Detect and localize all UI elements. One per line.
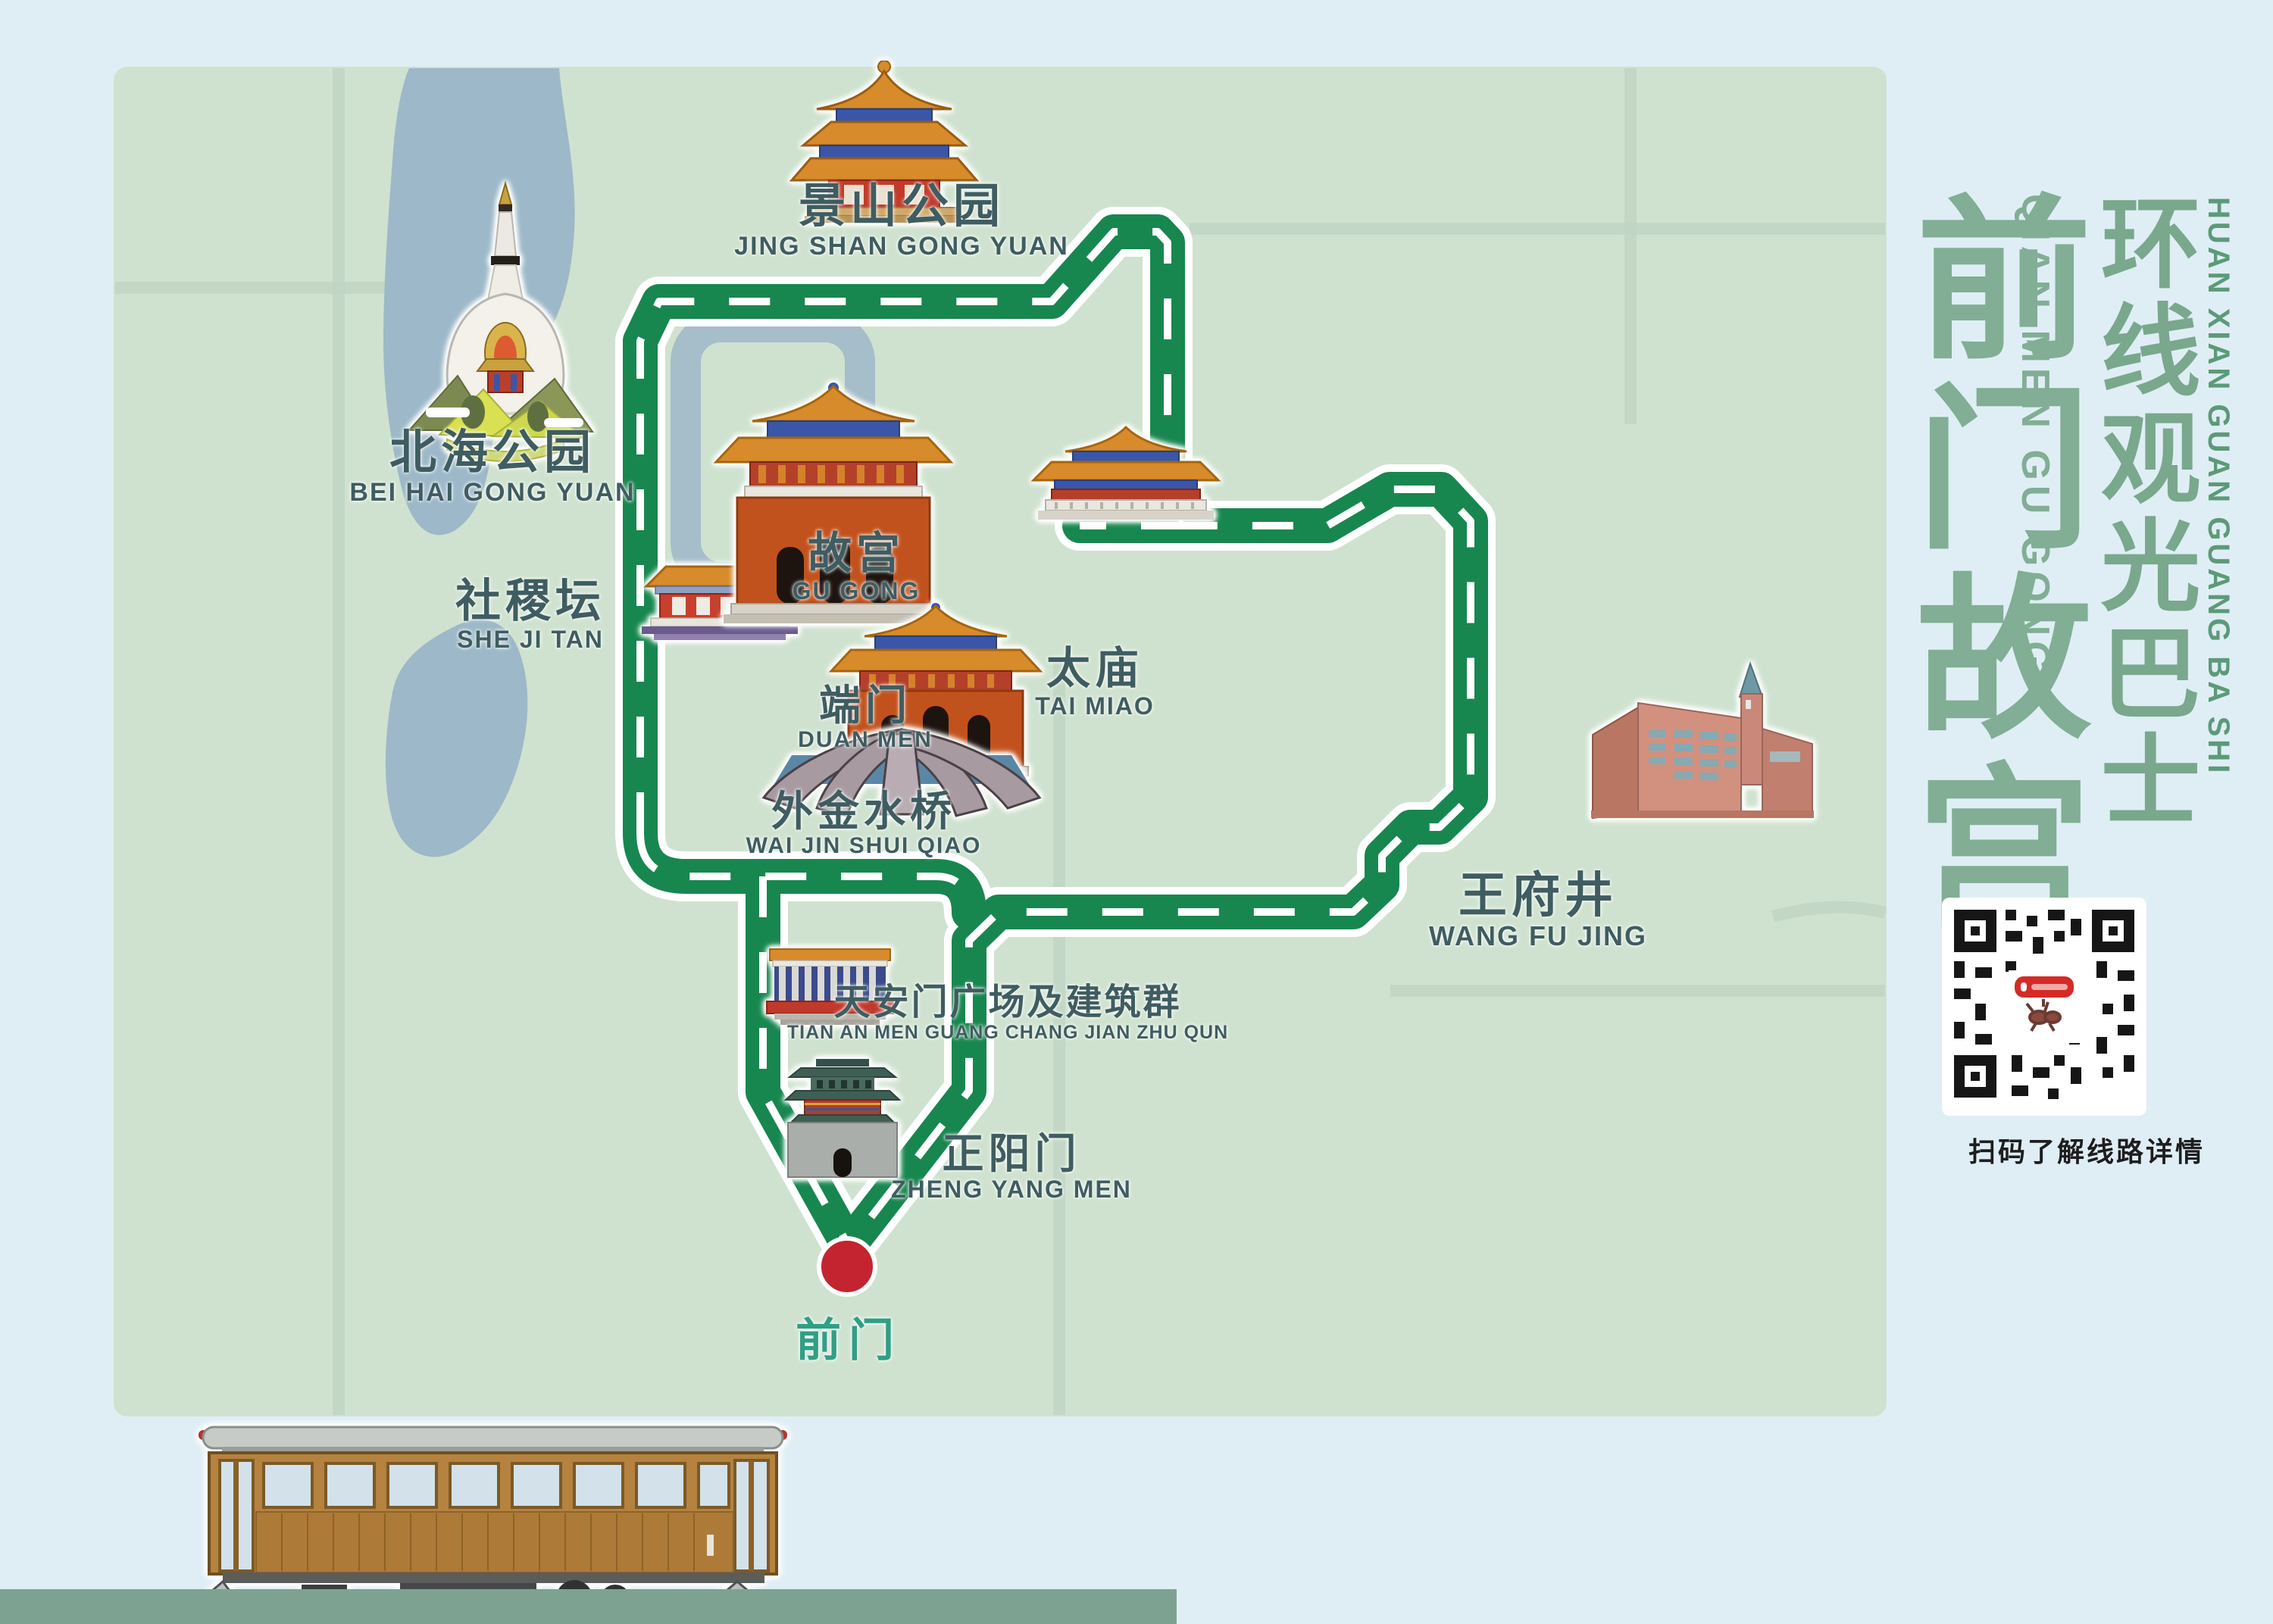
station-label-zh: 社稷坛 [455,576,605,626]
station-label-pinyin: GU GONG [792,576,921,604]
qr-caption: 扫码了解线路详情 [1968,1136,2206,1167]
station-zhengyangmen: 正阳门 ZHENG YANG MEN [891,1130,1132,1204]
station-label-zh: 景山公园 [798,180,1005,233]
station-label-zh: 天安门广场及建筑群 [833,982,1182,1023]
station-label-pinyin: JING SHAN GONG YUAN [734,231,1069,261]
station-jingshan: 景山公园 JING SHAN GONG YUAN [734,180,1069,261]
memorial-hall-icon [766,948,894,1025]
zhongnanhai-lake [385,620,528,857]
poster-subtitle-pinyin: HUAN XIAN GUAN GUANG BA SHI [2202,197,2235,776]
station-label-pinyin: BEI HAI GONG YUAN [349,477,636,507]
station-beihai: 北海公园 BEI HAI GONG YUAN [349,426,636,507]
station-label-pinyin: ZHENG YANG MEN [891,1176,1132,1204]
street-grid [115,68,1887,1415]
qr-code [1942,898,2146,1116]
station-tiananmen: 天安门广场及建筑群 TIAN AN MEN GUANG CHANG JIAN Z… [787,983,1228,1043]
station-label-pinyin: TIAN AN MEN GUANG CHANG JIAN ZHU QUN [786,1021,1229,1043]
station-label-zh: 王府井 [1458,868,1618,923]
station-label-pinyin: DUAN MEN [798,727,933,753]
bus-route-dashes [636,228,1474,1249]
ground-strip [0,1589,1177,1624]
jingshan-pavilion-icon [789,61,979,223]
poster-title-pinyin: QIAN MEN GU GONG [2013,194,2057,677]
station-shejitan: 社稷坛 SHE JI TAN [455,576,605,653]
station-label-zh: 正阳门 [942,1130,1081,1177]
qianmen-terminus-dot [817,1236,877,1297]
taimiao-hall-icon [1030,425,1221,520]
waijinshuiqiao-bridges-icon [761,728,1042,817]
wangfujing-store-icon [1591,661,1814,820]
station-label-zh: 太庙 [1046,644,1144,693]
station-label-zh: 北海公园 [389,426,596,479]
station-waijinshuiqiao: 外金水桥 WAI JIN SHUI QIAO [746,789,982,859]
station-label-pinyin: WANG FU JING [1428,920,1648,952]
station-label-zh: 故宫 [807,529,905,578]
gugong-palace-icon [713,383,954,623]
poster-title-zh: 前门故宫 [1890,188,2086,945]
station-label-zh: 外金水桥 [771,788,957,835]
station-label-pinyin: WAI JIN SHUI QIAO [746,833,982,859]
station-duanmen: 端门 DUAN MEN [798,682,933,753]
vintage-tram-icon [177,1426,787,1619]
station-taimiao: 太庙 TAI MIAO [1035,645,1155,719]
station-wangfujing: 王府井 WANG FU JING [1428,868,1648,952]
ant-logo-icon [2025,999,2062,1032]
beihai-dagoba-icon [407,180,594,462]
station-label-zh: 前门 [796,1315,902,1366]
station-gugong: 故宫 GU GONG [792,529,921,604]
station-label-pinyin: TAI MIAO [1035,692,1155,720]
poster-subtitle-zh: 环线观光巴士 [2087,191,2198,836]
zhengyangmen-gate-icon [783,1059,902,1178]
terminus-qianmen-label: 前门 [796,1316,902,1366]
station-label-zh: 端门 [818,682,912,729]
station-label-pinyin: SHE JI TAN [457,625,604,653]
